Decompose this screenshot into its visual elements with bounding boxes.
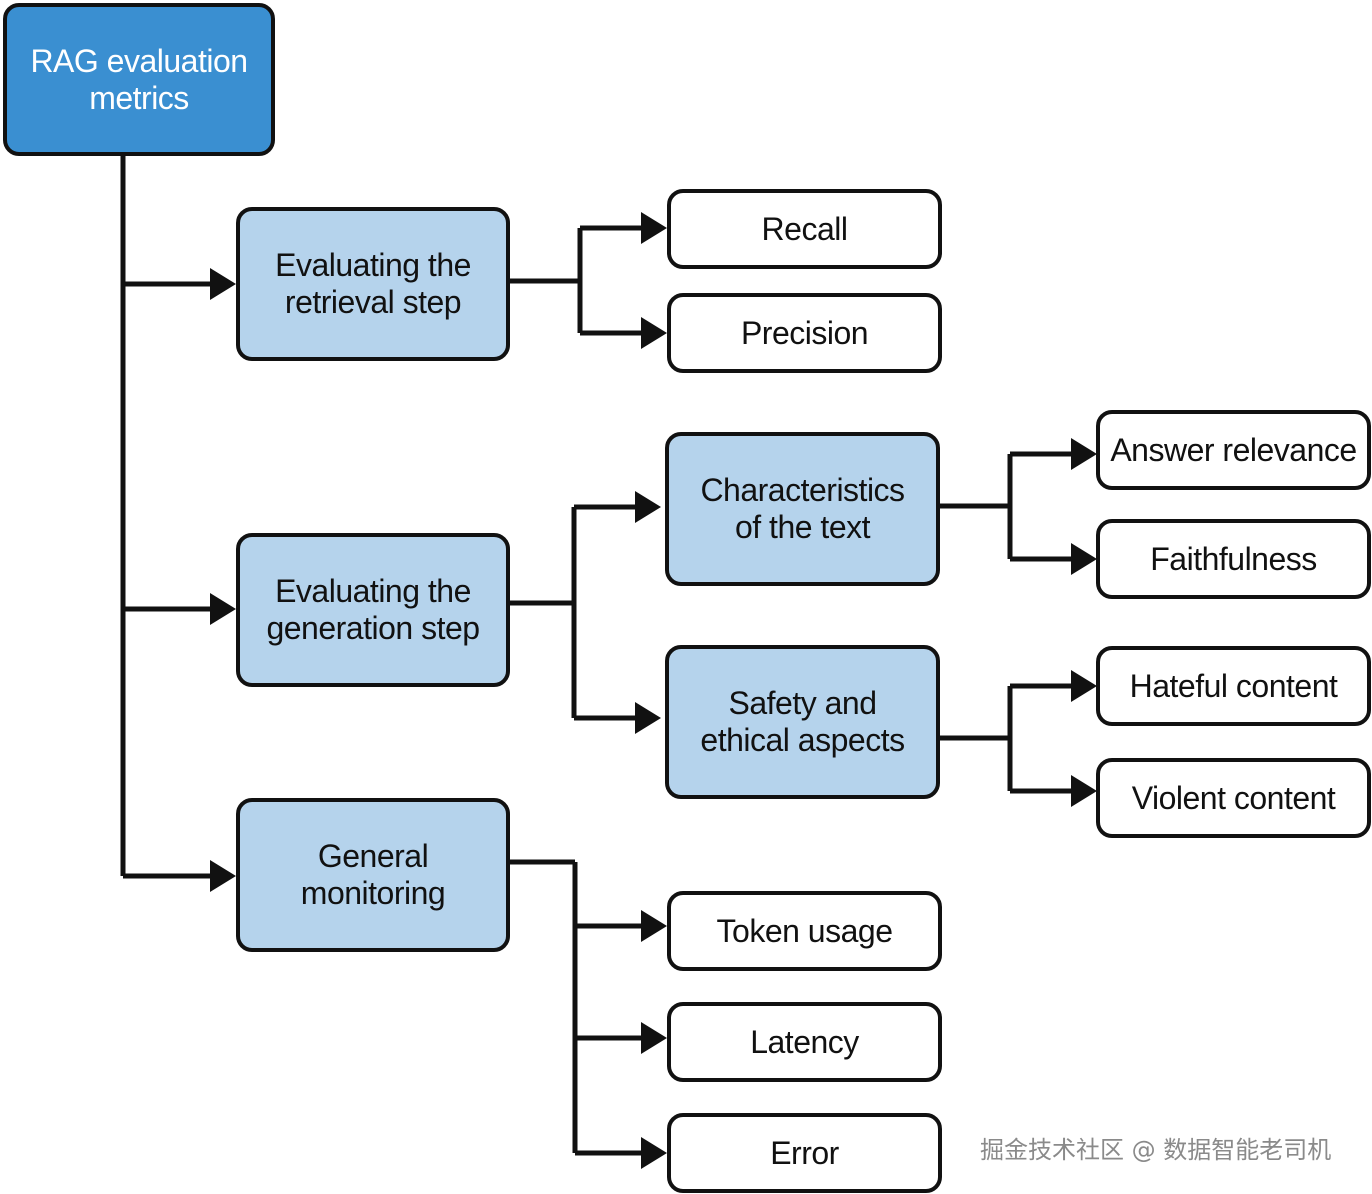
answer-relevance-node: Answer relevance <box>1096 410 1371 490</box>
error-node: Error <box>667 1113 942 1193</box>
token-usage-label: Token usage <box>716 912 893 949</box>
violent-content-node: Violent content <box>1096 758 1371 838</box>
retrieval-step-label: Evaluating the retrieval step <box>275 247 471 320</box>
arrowhead-latency <box>641 1022 667 1054</box>
connector-safety-trunk <box>938 686 1013 791</box>
arrowhead-violent <box>1071 775 1097 807</box>
answer-relevance-label: Answer relevance <box>1110 431 1357 468</box>
connector-monitoring-trunk <box>508 859 578 1153</box>
arrowhead-recall <box>641 212 667 244</box>
recall-label: Recall <box>761 210 848 247</box>
token-usage-node: Token usage <box>667 891 942 971</box>
general-monitoring-label: General monitoring <box>300 838 446 911</box>
characteristics-node: Characteristics of the text <box>665 432 940 586</box>
faithfulness-node: Faithfulness <box>1096 519 1371 599</box>
recall-node: Recall <box>667 189 942 269</box>
retrieval-step-node: Evaluating the retrieval step <box>236 207 510 361</box>
characteristics-label: Characteristics of the text <box>700 472 905 545</box>
safety-node: Safety and ethical aspects <box>665 645 940 799</box>
latency-label: Latency <box>750 1023 859 1060</box>
error-label: Error <box>770 1134 839 1171</box>
arrowhead-characteristics <box>635 491 661 523</box>
root-node: RAG evaluation metrics <box>3 3 275 156</box>
generation-step-label: Evaluating the generation step <box>266 573 480 646</box>
latency-node: Latency <box>667 1002 942 1082</box>
general-monitoring-node: General monitoring <box>236 798 510 952</box>
arrowhead-error <box>641 1137 667 1169</box>
arrowhead-precision <box>641 317 667 349</box>
connector-characteristics-trunk <box>938 454 1013 559</box>
hateful-content-label: Hateful content <box>1129 667 1338 704</box>
generation-step-node: Evaluating the generation step <box>236 533 510 687</box>
violent-content-label: Violent content <box>1131 779 1336 816</box>
precision-node: Precision <box>667 293 942 373</box>
hateful-content-node: Hateful content <box>1096 646 1371 726</box>
arrowhead-faithfulness <box>1071 543 1097 575</box>
arrowhead-answer-relevance <box>1071 438 1097 470</box>
safety-label: Safety and ethical aspects <box>700 685 905 758</box>
arrowhead-generation <box>210 593 236 625</box>
arrowhead-monitoring <box>210 860 236 892</box>
faithfulness-label: Faithfulness <box>1150 540 1317 577</box>
arrowhead-safety <box>635 702 661 734</box>
arrowhead-token-usage <box>641 910 667 942</box>
root-node-label: RAG evaluation metrics <box>30 42 248 116</box>
watermark-text: 掘金技术社区 @ 数据智能老司机 <box>980 1136 1332 1164</box>
arrowhead-retrieval <box>210 268 236 300</box>
connector-retrieval-trunk <box>508 228 583 333</box>
arrowhead-hateful <box>1071 670 1097 702</box>
precision-label: Precision <box>740 314 869 351</box>
connector-generation-trunk <box>508 507 577 718</box>
